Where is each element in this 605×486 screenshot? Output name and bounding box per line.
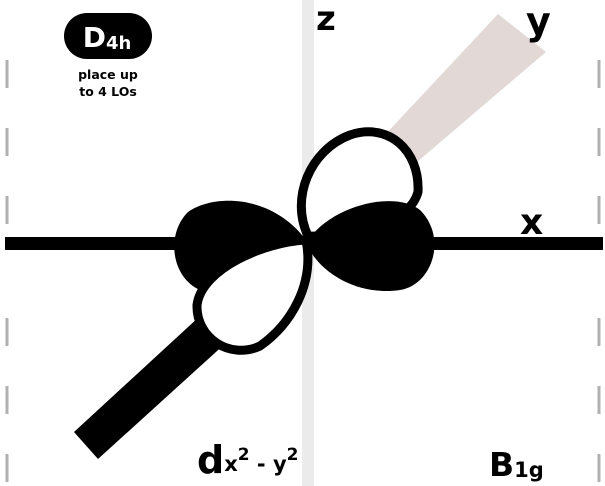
orbital-label-sup1: 2 (238, 445, 250, 465)
orbital-label: dx2 - y2 (197, 438, 298, 482)
orbital-label-main: d (197, 438, 224, 482)
orbital-label-minus: - (250, 452, 273, 476)
badge-subscript: 4h (106, 33, 131, 54)
irrep-main: B (489, 445, 514, 484)
orbital-label-x: x (224, 452, 238, 476)
point-group-badge: D4h (64, 13, 152, 59)
orbital-label-sup2: 2 (287, 445, 299, 465)
badge-symbol: D (83, 21, 106, 54)
badge-note-line2: to 4 LOs (79, 84, 137, 99)
badge-note-line1: place up (78, 67, 138, 82)
irrep-sub: 1g (514, 458, 544, 482)
orbital-label-y: y (273, 452, 287, 476)
x-axis-label: x (520, 202, 543, 243)
z-axis-label: z (316, 0, 336, 39)
irrep-label: B1g (489, 445, 544, 484)
y-axis-label: y (526, 0, 551, 43)
